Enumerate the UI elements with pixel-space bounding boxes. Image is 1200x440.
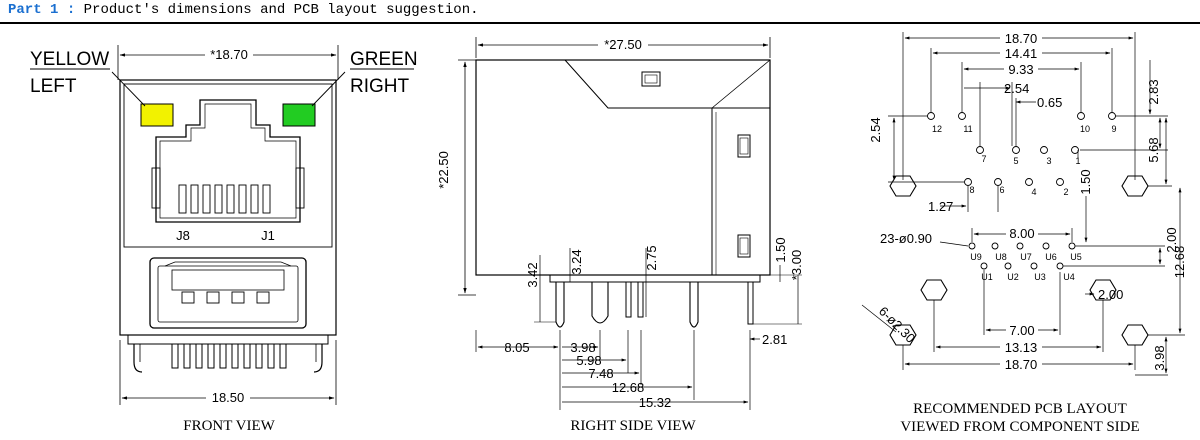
- pcb-dim-2-54-left: 2.54: [868, 117, 883, 142]
- green-led: [282, 103, 316, 127]
- pin-label-j1: J1: [261, 228, 275, 243]
- pin-2: 2: [1063, 187, 1068, 197]
- pin-1: 1: [1075, 156, 1080, 166]
- mounting-holes: [889, 175, 1149, 346]
- left-led-label-top: YELLOW: [30, 49, 109, 70]
- pcb-layout-labels: 18.70 14.41 9.33 2.54 0.65 2.83 2.54 5.6…: [868, 31, 1187, 435]
- pin-u6: U6: [1045, 252, 1057, 262]
- pcb-dim-2-54-top: 2.54: [1004, 81, 1029, 96]
- front-pins: [171, 343, 287, 369]
- right-led-label-bottom: RIGHT: [350, 76, 410, 97]
- side-dim-5-98: 5.98: [576, 353, 601, 368]
- pin-11: 11: [963, 124, 972, 134]
- front-view-caption: FRONT VIEW: [183, 418, 275, 434]
- pcb-dim-5-68: 5.68: [1146, 137, 1161, 162]
- pcb-large-hole-spec: 6-ø2.30: [876, 304, 918, 346]
- pin-3: 3: [1046, 156, 1051, 166]
- rj45-opening: [155, 99, 301, 223]
- pcb-dim-8-00: 8.00: [1009, 226, 1034, 241]
- pcb-dim-1-27: 1.27: [928, 199, 953, 214]
- side-view-caption: RIGHT SIDE VIEW: [570, 418, 696, 434]
- side-dim-2-75: 2.75: [644, 245, 659, 270]
- side-dim-2-81: 2.81: [762, 332, 787, 347]
- pcb-small-hole-spec: 23-ø0.90: [880, 231, 932, 246]
- pin-12: 12: [932, 124, 942, 134]
- pcb-dim-2-00-vertical: 2.00: [1164, 227, 1179, 252]
- pin-u2: U2: [1007, 272, 1019, 282]
- pcb-dim-1-50: 1.50: [1078, 169, 1093, 194]
- pcb-caption-line-1: RECOMMENDED PCB LAYOUT: [913, 401, 1127, 417]
- right-led-label-top: GREEN: [350, 49, 418, 70]
- side-view-labels: *27.50 *22.50 3.42 3.24 2.75 1.50 *3.00 …: [436, 37, 804, 434]
- side-dim-3-24: 3.24: [569, 249, 584, 274]
- side-dim-3-00: *3.00: [789, 250, 804, 280]
- page-header: Part 1 : Product's dimensions and PCB la…: [0, 0, 1200, 24]
- pcb-layout: [861, 32, 1185, 376]
- pin-u9: U9: [970, 252, 982, 262]
- rj45-contacts: [178, 184, 271, 214]
- yellow-led: [140, 103, 174, 127]
- pin-u8: U8: [995, 252, 1007, 262]
- pcb-dim-18-70-top: 18.70: [1005, 31, 1038, 46]
- pcb-dim-13-13: 13.13: [1005, 340, 1038, 355]
- side-depth-label: *27.50: [604, 37, 642, 52]
- pcb-dim-3-98: 3.98: [1152, 345, 1167, 370]
- usb-port: [149, 257, 307, 329]
- pin-u5: U5: [1070, 252, 1082, 262]
- pcb-caption-line-2: VIEWED FROM COMPONENT SIDE: [900, 419, 1139, 435]
- side-body-outline: [475, 59, 771, 276]
- pin-5: 5: [1013, 156, 1018, 166]
- pin-4: 4: [1031, 187, 1036, 197]
- header-divider: [0, 22, 1200, 24]
- front-bottom-width-label: 18.50: [212, 390, 245, 405]
- side-dim-12-68: 12.68: [612, 380, 645, 395]
- side-dim-3-98: 3.98: [570, 340, 595, 355]
- pin-u1: U1: [981, 272, 993, 282]
- side-dim-7-48: 7.48: [588, 366, 613, 381]
- front-view: [111, 45, 346, 405]
- pin-u4: U4: [1063, 272, 1075, 282]
- pcb-dim-2-83: 2.83: [1146, 79, 1161, 104]
- pcb-dim-12-68: 12.68: [1172, 246, 1187, 279]
- header-title: Product's dimensions and PCB layout sugg…: [83, 2, 479, 18]
- pcb-dim-18-70-bottom: 18.70: [1005, 357, 1038, 372]
- pcb-dim-14-41: 14.41: [1005, 46, 1038, 61]
- pin-u7: U7: [1020, 252, 1032, 262]
- pcb-dim-2-00-horizontal: 2.00: [1098, 287, 1123, 302]
- pin-label-j8: J8: [176, 228, 190, 243]
- left-led-label-bottom: LEFT: [30, 76, 77, 97]
- pin-8: 8: [969, 185, 974, 195]
- pin-9: 9: [1111, 124, 1116, 134]
- side-view: [458, 37, 802, 410]
- front-view-labels: *18.70 18.50 YELLOW LEFT GREEN RIGHT J8 …: [30, 47, 418, 434]
- side-height-label: *22.50: [436, 151, 451, 189]
- side-dim-8-05: 8.05: [504, 340, 529, 355]
- front-top-width-label: *18.70: [210, 47, 248, 62]
- pcb-dim-9-33: 9.33: [1008, 62, 1033, 77]
- pin-u3: U3: [1034, 272, 1046, 282]
- pin-10: 10: [1080, 124, 1090, 134]
- pin-6: 6: [999, 185, 1004, 195]
- side-dim-15-32: 15.32: [639, 395, 672, 410]
- header-title-line: Part 1 : Product's dimensions and PCB la…: [8, 2, 479, 18]
- part-separator: :: [58, 2, 84, 18]
- pcb-dim-7-00: 7.00: [1009, 323, 1034, 338]
- part-label: Part 1: [8, 2, 59, 18]
- side-dim-1-50: 1.50: [773, 237, 788, 262]
- pin-numbers: 12 11 10 9 7 5 3 1 8 6 4 2 U9 U8 U7 U6 U…: [932, 124, 1117, 282]
- side-dim-3-42: 3.42: [525, 262, 540, 287]
- pcb-dim-0-65: 0.65: [1037, 95, 1062, 110]
- pin-7: 7: [981, 154, 986, 164]
